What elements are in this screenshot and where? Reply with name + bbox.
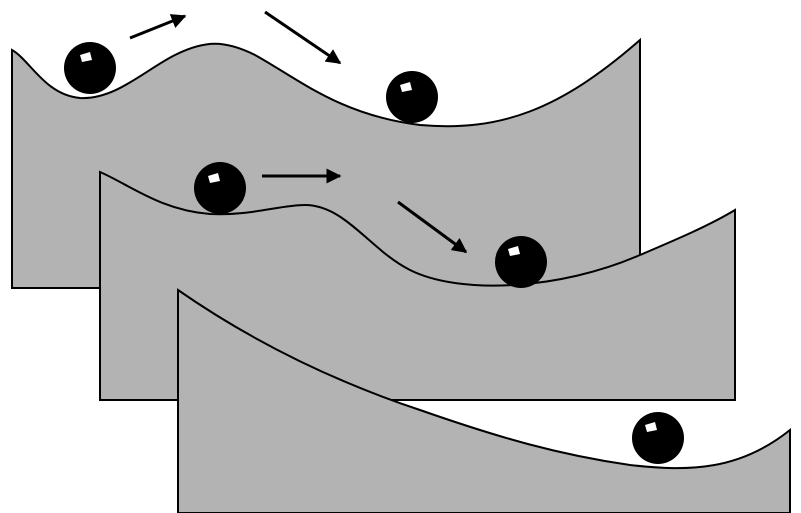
front-panel: [177, 288, 791, 513]
ball: [194, 162, 246, 214]
ball-highlight: [645, 422, 657, 432]
motion-arrow: [397, 200, 468, 254]
ball: [632, 412, 684, 464]
front-surface: [177, 288, 791, 513]
motion-arrow: [129, 14, 187, 40]
ball-highlight: [400, 82, 412, 92]
ball-highlight: [80, 52, 92, 62]
ball: [386, 71, 438, 123]
ball-highlight: [508, 246, 520, 256]
ball: [64, 42, 116, 94]
motion-arrow: [264, 10, 342, 65]
ball-highlight: [208, 173, 220, 183]
ball: [495, 236, 547, 288]
